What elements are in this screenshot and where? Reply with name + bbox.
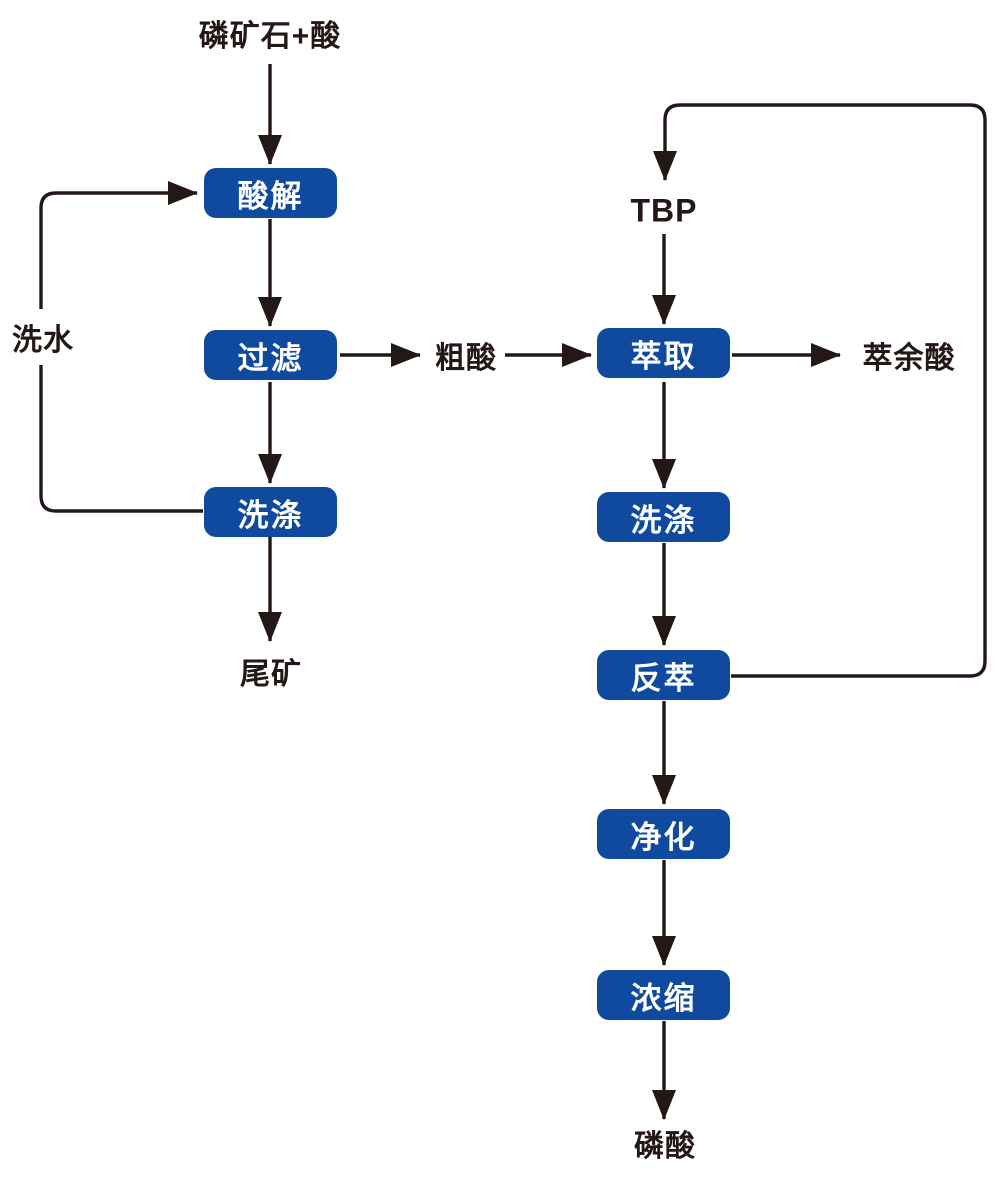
recycle-loop-back-extraction-to-tbp: [653, 103, 987, 678]
process-box-extraction: 萃取: [597, 328, 730, 378]
label-tbp-solvent: TBP: [630, 192, 698, 229]
process-box-washing-left: 洗涤: [204, 487, 337, 537]
label-crude-acid: 粗酸: [435, 342, 497, 375]
process-box-back-extraction: 反萃: [597, 650, 730, 700]
process-box-purification: 净化: [597, 809, 730, 859]
process-box-washing-right: 洗涤: [597, 492, 730, 542]
label-wash-water: 洗水: [10, 309, 76, 365]
process-box-acidolysis: 酸解: [204, 168, 337, 218]
label-tailings-output: 尾矿: [240, 658, 302, 691]
process-box-concentration: 浓缩: [597, 970, 730, 1020]
label-phosphoric-acid-product: 磷酸: [634, 1130, 696, 1163]
label-feed-input: 磷矿石+酸: [198, 20, 342, 53]
process-box-filtration: 过滤: [204, 330, 337, 380]
label-raffinate-acid-output: 萃余酸: [862, 342, 956, 375]
